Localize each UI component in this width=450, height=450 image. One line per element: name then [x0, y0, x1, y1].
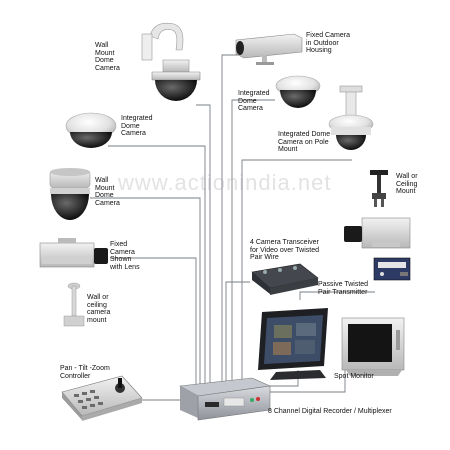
wall-ceiling-camera-mount-left	[63, 282, 85, 327]
cable	[241, 159, 352, 385]
label-integrated-dome-pole: Integrated Dome Camera on Pole Mount	[278, 131, 331, 153]
label-spot-monitor: Spot Monitor	[334, 373, 374, 380]
cable	[268, 360, 346, 393]
spot-monitor	[341, 317, 405, 376]
cable	[110, 257, 197, 385]
label-wall-mount-dome-camera-1: Wall Mount Dome Camera	[95, 42, 120, 72]
cable	[90, 197, 201, 385]
wall-mount-dome-camera-1	[141, 22, 201, 101]
cable	[108, 145, 206, 385]
label-wall-ceiling-mount-left: Wall or ceiling camera mount	[87, 294, 111, 324]
cable	[231, 99, 275, 385]
integrated-dome-camera-pole	[328, 85, 374, 150]
label-fixed-camera-lens: Fixed Camera Shown with Lens	[110, 241, 140, 271]
fixed-camera-with-lens	[39, 238, 108, 268]
cable-lines	[90, 54, 375, 401]
cable	[299, 291, 375, 300]
integrated-dome-camera-left	[65, 112, 117, 148]
label-wall-mount-dome-camera-2: Wall Mount Dome Camera	[95, 177, 120, 207]
cable	[225, 281, 250, 385]
recorder-monitor	[258, 308, 328, 380]
label-recorder: 8 Channel Digital Recorder / Multiplexer	[268, 408, 392, 415]
label-ptz-controller: Pan - Tilt -Zoom Controller	[60, 365, 110, 380]
label-wall-ceiling-mount-right: Wall or Ceiling Mount	[396, 173, 418, 195]
watermark: www.actionindia.net	[118, 170, 332, 195]
label-integrated-dome-right: Integrated Dome Camera	[238, 90, 270, 112]
wall-mount-dome-camera-2	[49, 168, 91, 220]
integrated-dome-camera-right	[275, 75, 321, 108]
fixed-camera-outdoor-housing	[235, 33, 303, 65]
label-integrated-dome-left: Integrated Dome Camera	[121, 115, 153, 137]
label-transceiver: 4 Camera Transceiver for Video over Twis…	[250, 239, 320, 261]
label-fixed-camera-outdoor: Fixed Camera in Outdoor Housing	[306, 32, 350, 54]
digital-recorder-multiplexer	[179, 377, 272, 421]
cable	[196, 104, 211, 385]
wall-ceiling-mount-right	[370, 170, 388, 207]
ptz-controller	[61, 375, 143, 421]
label-passive-transmitter: Passive Twisted Pair Transmitter	[318, 281, 369, 296]
four-camera-transceiver	[251, 263, 319, 295]
passive-twisted-pair-transmitter	[373, 257, 411, 281]
box-camera-right	[344, 217, 411, 249]
